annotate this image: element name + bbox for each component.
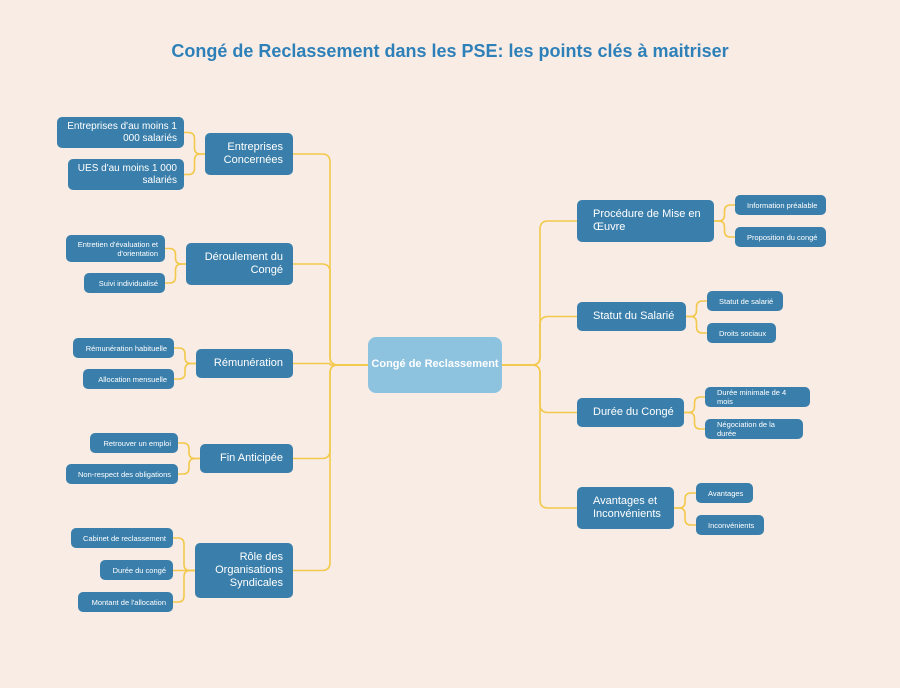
leaf-inconvenients[interactable]: Inconvénients [696, 515, 764, 535]
connector-line [173, 537, 195, 572]
branch-remuneration[interactable]: Rémunération [196, 349, 293, 378]
leaf-montant-allocation[interactable]: Montant de l'allocation [78, 592, 173, 612]
leaf-cabinet-reclassement[interactable]: Cabinet de reclassement [71, 528, 173, 548]
connector-line [165, 247, 186, 265]
connector-line [714, 204, 735, 222]
branch-entreprises-concernees[interactable]: Entreprises Concernées [205, 133, 293, 175]
leaf-duree-minimale-4-mois[interactable]: Durée minimale de 4 mois [705, 387, 810, 407]
connector-line [184, 153, 205, 176]
connector-line [502, 315, 577, 366]
connector-line [293, 263, 368, 366]
center-node[interactable]: Congé de Reclassement [368, 337, 502, 393]
leaf-entreprises-1000[interactable]: Entreprises d'au moins 1 000 salariés [57, 117, 184, 148]
leaf-duree-du-conge[interactable]: Durée du congé [100, 560, 173, 580]
branch-deroulement-du-conge[interactable]: Déroulement du Congé [186, 243, 293, 285]
connector-line [184, 131, 205, 155]
connector-line [173, 569, 195, 603]
connector-line [174, 362, 196, 380]
connector-line [178, 442, 200, 460]
leaf-avantages[interactable]: Avantages [696, 483, 753, 503]
connector-line [174, 347, 196, 365]
connector-line [686, 300, 707, 318]
branch-duree-du-conge[interactable]: Durée du Congé [577, 398, 684, 427]
branch-statut-du-salarie[interactable]: Statut du Salarié [577, 302, 686, 331]
leaf-entretien-evaluation[interactable]: Entretien d'évaluation et d'orientation [66, 235, 165, 262]
connector-line [165, 263, 186, 284]
connector-line [178, 457, 200, 475]
connector-line [714, 220, 735, 238]
leaf-remuneration-habituelle[interactable]: Rémunération habituelle [73, 338, 174, 358]
leaf-ues-1000[interactable]: UES d'au moins 1 000 salariés [68, 159, 184, 190]
leaf-statut-de-salarie[interactable]: Statut de salarié [707, 291, 783, 311]
leaf-droits-sociaux[interactable]: Droits sociaux [707, 323, 776, 343]
leaf-retrouver-emploi[interactable]: Retrouver un emploi [90, 433, 178, 453]
leaf-information-prealable[interactable]: Information préalable [735, 195, 826, 215]
leaf-negociation-duree[interactable]: Négociation de la durée [705, 419, 803, 439]
leaf-non-respect-obligations[interactable]: Non-respect des obligations [66, 464, 178, 484]
branch-procedure-mise-en-oeuvre[interactable]: Procédure de Mise en Œuvre [577, 200, 714, 242]
connector-line [684, 411, 705, 430]
leaf-proposition-du-conge[interactable]: Proposition du congé [735, 227, 826, 247]
connector-line [674, 492, 696, 509]
branch-avantages-inconvenients[interactable]: Avantages et Inconvénients [577, 487, 674, 529]
leaf-allocation-mensuelle[interactable]: Allocation mensuelle [83, 369, 174, 389]
connector-line [684, 396, 705, 414]
page-title: Congé de Reclassement dans les PSE: les … [171, 41, 729, 61]
leaf-suivi-individualise[interactable]: Suivi individualisé [84, 273, 165, 293]
connector-line [293, 362, 368, 366]
connector-line [293, 364, 368, 572]
connector-line [674, 507, 696, 526]
connector-line [686, 315, 707, 334]
connector-line [502, 364, 577, 509]
branch-role-organisations-syndicales[interactable]: Rôle des Organisations Syndicales [195, 543, 293, 598]
branch-fin-anticipee[interactable]: Fin Anticipée [200, 444, 293, 473]
